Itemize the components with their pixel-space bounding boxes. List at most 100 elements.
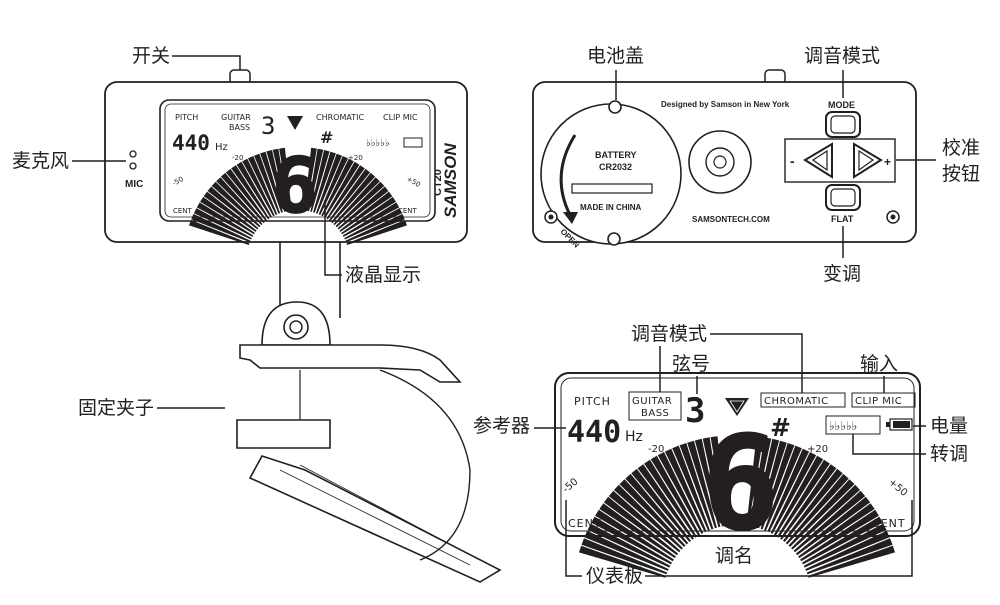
small-meter-right-wedge: [321, 158, 354, 217]
small-plus20: +20: [348, 154, 363, 162]
small-pitch: PITCH: [175, 113, 198, 122]
mic-text: MIC: [125, 179, 143, 190]
label-battery-cover: 电池盖: [587, 45, 644, 67]
large-flats: ♭♭♭♭♭: [829, 419, 857, 433]
meter-left-wedge: [657, 452, 704, 534]
label-input: 输入: [860, 353, 898, 375]
small-meter-left-wedge: [248, 156, 278, 215]
meter-right-wedge: [780, 464, 837, 540]
large-lcd: PITCH GUITAR BASS 3 CHROMATIC CLIP MIC 4…: [554, 372, 921, 578]
small-meter-left-wedge: [216, 177, 263, 226]
small-meter-left-wedge: [231, 165, 270, 220]
small-lcd-display: PITCH GUITAR BASS 3 440 Hz CHROMATIC CLI…: [171, 112, 423, 245]
label-meter: 仪表板: [586, 565, 643, 587]
small-hz-value: 440: [172, 131, 210, 155]
small-meter-right-wedge: [318, 156, 348, 215]
clamp-body-curve: [379, 369, 471, 561]
meter-right-wedge: [800, 509, 879, 562]
meter-left-wedge: [591, 516, 672, 565]
large-cent-left: CENT: [568, 517, 602, 530]
small-meter-left-wedge: [225, 168, 268, 222]
meter-right-wedge: [770, 452, 817, 534]
leader-lcd-display: [324, 200, 342, 276]
small-battery-icon: [403, 137, 423, 148]
meter-right-wedge: [788, 479, 855, 547]
small-clip-mic: CLIP MIC: [383, 113, 418, 122]
open-arrowhead: [563, 212, 578, 224]
meter-right-wedge: [753, 438, 780, 528]
small-cent-right: CENT: [398, 207, 418, 215]
label-transpose-top: 变调: [823, 263, 861, 285]
small-meter-right-wedge: [346, 220, 407, 245]
meter-left-wedge: [650, 455, 701, 536]
small-meter-right-wedge: [328, 168, 371, 222]
small-meter-left-wedge: [189, 220, 250, 245]
chromatic-box: [760, 392, 846, 408]
small-minus20: -20: [232, 154, 243, 162]
large-hz: Hz: [625, 429, 643, 445]
meter-right-wedge: [760, 443, 795, 530]
large-guitar: GUITAR: [632, 396, 672, 407]
battery-text-2: CR2032: [599, 162, 632, 172]
large-battery-level: [893, 421, 910, 428]
meter-right-wedge: [791, 484, 860, 550]
small-meter-right-wedge: [335, 181, 385, 228]
small-triangle-indicator: [287, 116, 303, 130]
flat-button[interactable]: [825, 184, 861, 211]
meter-left-wedge: [687, 440, 717, 529]
large-minus20: -20: [648, 444, 664, 455]
meter-right-wedge: [764, 445, 802, 531]
meter-left-wedge: [599, 503, 676, 559]
leader-tuning-mode-right: [710, 333, 803, 393]
mode-button[interactable]: [825, 111, 861, 138]
meter-left-wedge: [672, 445, 710, 531]
meter-left-wedge: [694, 438, 721, 528]
label-battery-level: 电量: [930, 415, 968, 437]
large-pitch: PITCH: [574, 395, 611, 408]
small-meter-right-wedge: [345, 213, 405, 243]
small-meter-right-wedge: [344, 208, 403, 240]
meter-right-wedge: [767, 448, 810, 533]
plus-text: +: [884, 155, 891, 169]
leader-transpose-bottom: [852, 434, 926, 455]
small-meter-left-wedge: [220, 172, 265, 224]
meter-left-wedge: [603, 496, 679, 556]
leader-switch: [172, 55, 241, 70]
meter-left-wedge: [619, 479, 686, 547]
meter-right-wedge: [803, 523, 887, 568]
label-mic: 麦克风: [12, 150, 69, 172]
small-meter-left-wedge: [242, 158, 275, 217]
large-triangle-inner: [729, 400, 745, 413]
meter-left-wedge: [581, 538, 668, 575]
label-lcd-display: 液晶显示: [345, 264, 421, 286]
large-bass: BASS: [641, 408, 669, 419]
meter-left-wedge: [702, 437, 724, 527]
guitar-bass-box: [628, 391, 682, 421]
right-screw-dot: [890, 214, 896, 220]
large-hz-value: 440: [567, 415, 621, 450]
meter-right-wedge: [777, 459, 830, 538]
meter-left-wedge: [625, 473, 689, 545]
small-meter-right-wedge: [333, 177, 380, 226]
large-chromatic: CHROMATIC: [764, 396, 829, 407]
meter-right-wedge: [808, 545, 895, 578]
label-note-name: 调名: [715, 545, 753, 567]
meter-left-wedge: [595, 509, 674, 562]
large-battery-tip: [886, 422, 890, 427]
meter-right-wedge: [795, 496, 871, 556]
small-meter-left-wedge: [266, 150, 286, 212]
back-callouts: 电池盖 调音模式 校准 按钮 变调: [587, 45, 980, 285]
small-sharp: #: [320, 128, 333, 147]
small-meter-right-wedge: [315, 153, 342, 214]
back-view: BATTERY CR2032 MADE IN CHINA OPEN Design…: [532, 69, 917, 250]
made-in-text: MADE IN CHINA: [580, 203, 642, 212]
label-reference: 参考器: [473, 415, 530, 437]
meter-left-wedge: [644, 459, 697, 538]
designed-by-text: Designed by Samson in New York: [661, 100, 790, 109]
clamp-lower-jaw: [236, 419, 331, 449]
small-meter-right-wedge: [339, 191, 393, 232]
website-text: SAMSONTECH.COM: [692, 215, 770, 224]
meter-right-wedge: [793, 490, 866, 553]
small-note: 6: [272, 141, 318, 230]
